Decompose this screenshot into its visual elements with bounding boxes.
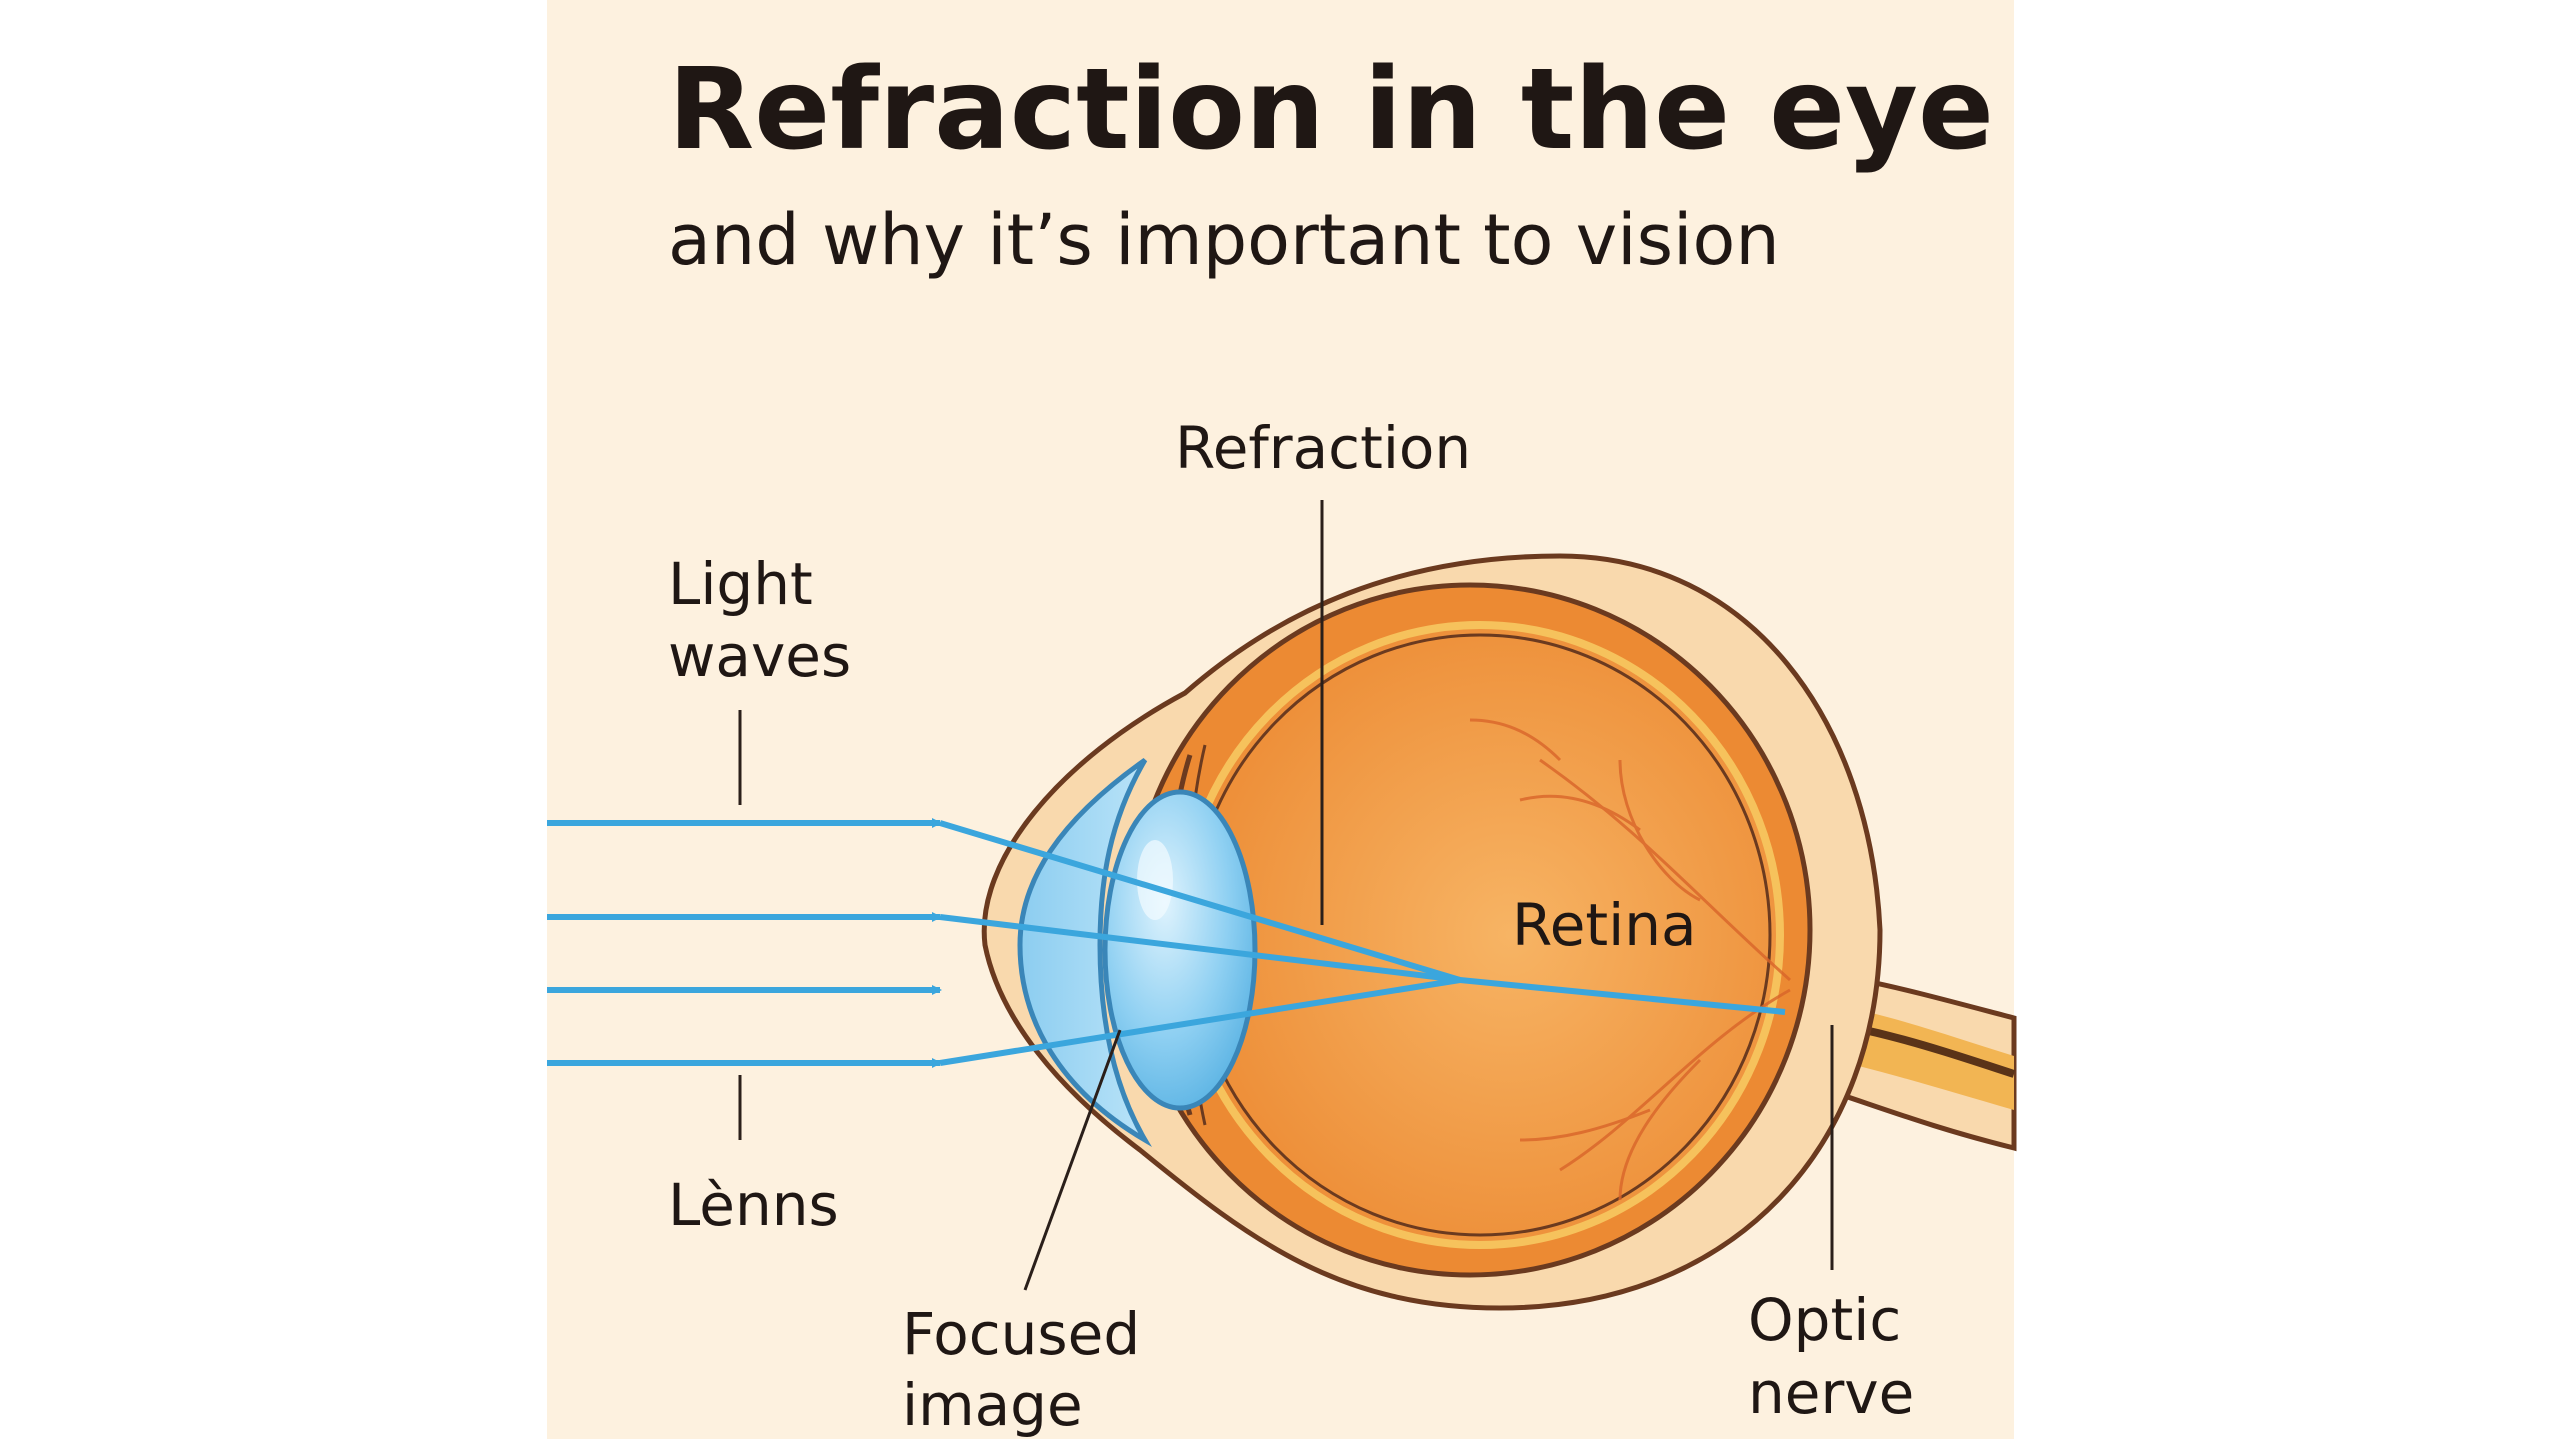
lens-highlight (1137, 840, 1173, 920)
label-refraction: Refraction (1175, 414, 1471, 482)
label-light-waves-line1: Light (668, 550, 813, 618)
eyeball-illustration (981, 553, 1883, 1311)
label-focused-image-line1: Focused (902, 1300, 1140, 1368)
label-focused-image-line2: image (902, 1371, 1083, 1439)
label-optic-nerve-line1: Optic (1748, 1286, 1901, 1354)
label-retina: Retina (1512, 891, 1697, 959)
label-lens: Lènns (668, 1171, 839, 1239)
label-light-waves-line2: waves (668, 622, 851, 690)
page-title: Refraction in the eye (668, 45, 1994, 175)
light-rays (547, 818, 1786, 1068)
page-subtitle: and why it’s important to vision (668, 199, 1780, 281)
focused-image-pointer (1023, 1029, 1122, 1291)
label-optic-nerve-line2: nerve (1748, 1359, 1914, 1427)
